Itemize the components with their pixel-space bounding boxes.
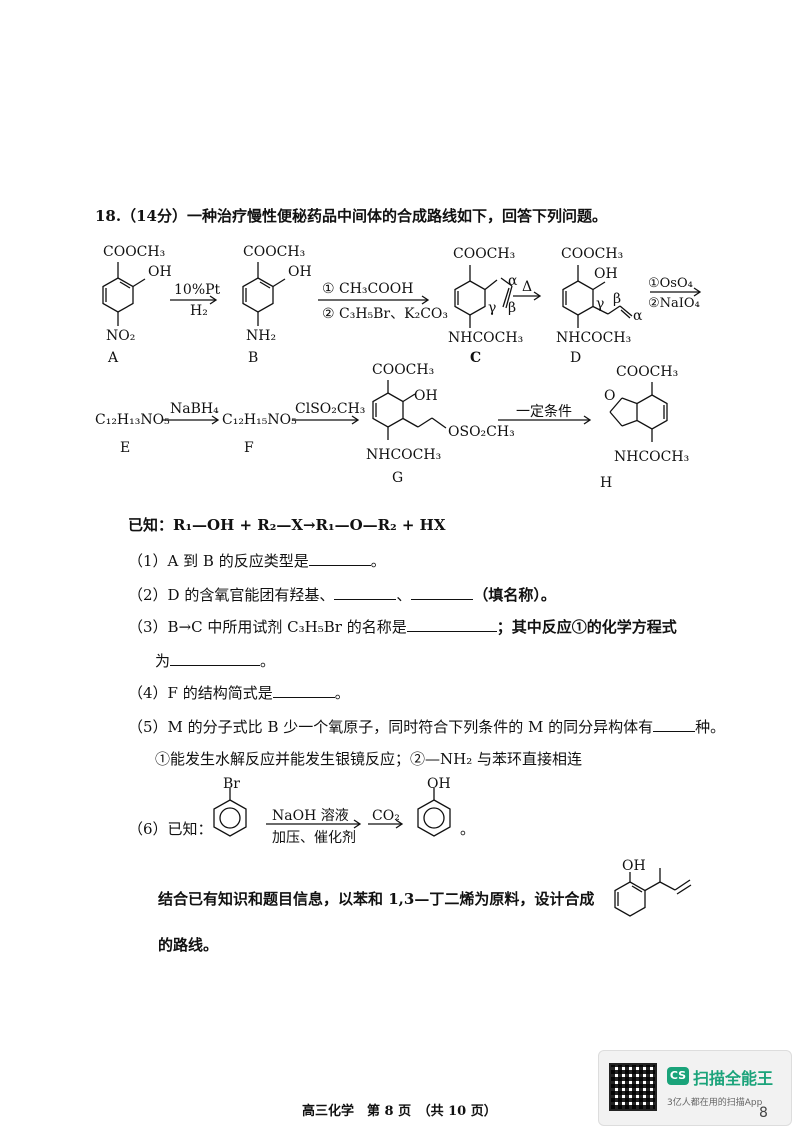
compound-b-label: B [248,350,259,366]
compound-d-beta: β [613,291,622,307]
compound-d-oh: OH [594,266,618,282]
compound-a-bottom: NO₂ [106,328,136,344]
arrow-bc-top: ① CH₃COOH [322,281,414,297]
known-reaction: 已知：R₁—OH + R₂—X→R₁—O—R₂ + HX [128,516,446,534]
arrow-d-top: ①OsO₄ [648,276,693,291]
q6-text-b: 结合已有知识和题目信息，以苯和 1,3—丁二烯为原料，设计合成 [158,890,595,908]
question-2: （2）D 的含氧官能团有羟基、 、 （填名称）。 [128,584,556,605]
question-3: （3）B→C 中所用试剂 C₃H₅Br 的名称是 ；其中反应①的化学方程式 [128,616,677,637]
compound-g-side: OSO₂CH₃ [448,424,515,440]
qr-code-icon [609,1063,657,1111]
compound-b-oh: OH [288,264,312,280]
question-3-line2: 为。 [155,650,275,671]
compound-d-label: D [570,350,582,366]
compound-b-bottom: NH₂ [246,328,277,344]
corner-page-number: 8 [759,1105,768,1121]
q6-text-c: 的路线。 [158,936,219,954]
page-footer: 高三化学 第 8 页 （共 10 页） [302,1104,497,1119]
arrow-ab-top: 10%Pt [174,282,221,298]
q3-text-c: 为 [155,652,171,670]
compound-c-beta: β [508,300,517,316]
q2-blank-1[interactable] [334,585,397,600]
arrow-ef-top: NaBH₄ [170,401,219,417]
q3-end: 。 [260,652,276,670]
q3-text-b: ；其中反应①的化学方程式 [496,618,677,636]
arrow-ab-bottom: H₂ [190,303,208,319]
compound-f-formula: C₁₂H₁₅NO₅ [222,412,297,428]
cs-logo-icon: CS [667,1067,689,1085]
q6-br: Br [223,776,240,792]
compound-c-bottom: NHCOCH₃ [448,330,524,346]
badge-title: 扫描全能王 [693,1069,774,1088]
compound-d-bottom: NHCOCH₃ [556,330,632,346]
compound-b-top: COOCH₃ [243,244,306,260]
compound-f-label: F [244,440,254,456]
compound-c-top: COOCH₃ [453,246,516,262]
q6-target-molecule [614,868,692,917]
q2-blank-2[interactable] [411,585,474,600]
compound-g-bottom: NHCOCH₃ [366,447,442,463]
compound-d-gamma: γ [596,296,605,312]
q2-text: （2）D 的含氧官能团有羟基、 [128,586,335,604]
q5-blank[interactable] [653,717,696,732]
compound-g-oh: OH [414,388,438,404]
q4-blank[interactable] [272,683,335,698]
scanner-badge: CS 扫描全能王 3亿人都在用的扫描App 8 [598,1050,792,1126]
compound-c-alpha: α [508,273,518,289]
compound-h-o: O [604,388,616,404]
q4-text: （4）F 的结构简式是 [128,684,273,702]
q3-blank-1[interactable] [406,617,497,632]
question-4: （4）F 的结构简式是 。 [128,682,350,703]
arrow-d-bottom: ②NaIO₄ [648,296,700,311]
q5-text: （5）M 的分子式比 B 少一个氧原子，同时符合下列条件的 M 的同分异构体有 [128,718,654,736]
arrow-gh-top: 一定条件 [516,404,572,420]
q1-end: 。 [370,552,386,570]
compound-h-label: H [600,475,613,491]
q6-arrow1-bottom: 加压、催化剂 [272,830,356,846]
q6-known-scheme [213,788,451,837]
compound-g-label: G [392,470,404,486]
q6-target-oh: OH [622,858,646,874]
compound-a-top: COOCH₃ [103,244,166,260]
q5-end: 种。 [695,718,726,736]
q1-text: （1）A 到 B 的反应类型是 [128,552,309,570]
compound-e-formula: C₁₂H₁₃NO₅ [95,412,170,428]
q6-arrow2-top: CO₂ [372,808,400,824]
arrow-cd-top: Δ [522,279,533,295]
q3-text: （3）B→C 中所用试剂 C₃H₅Br 的名称是 [128,618,407,636]
arrow-bc-bottom: ② C₃H₅Br、K₂CO₃ [322,306,448,322]
compound-c-gamma: γ [488,300,497,316]
arrow-fg-top: ClSO₂CH₃ [295,401,366,417]
compound-a-oh: OH [148,264,172,280]
compound-d-alpha: α [633,308,643,324]
q3-blank-2[interactable] [170,651,261,666]
q1-blank[interactable] [308,551,371,566]
q2-sep: 、 [396,586,412,604]
question-header: 18.（14分）一种治疗慢性便秘药品中间体的合成路线如下，回答下列问题。 [95,207,607,225]
compound-e-label: E [120,440,131,456]
compound-d-top: COOCH₃ [561,246,624,262]
compound-h-bottom: NHCOCH₃ [614,449,690,465]
q6-arrow1-top: NaOH 溶液 [272,808,349,824]
compound-g-top: COOCH₃ [372,362,435,378]
synthesis-scheme [102,262,702,442]
q6-end: 。 [460,820,476,838]
question-1: （1）A 到 B 的反应类型是 。 [128,550,386,571]
compound-h-top: COOCH₃ [616,364,679,380]
badge-subtitle: 3亿人都在用的扫描App [667,1098,763,1108]
compound-a-label: A [108,350,119,366]
question-5: （5）M 的分子式比 B 少一个氧原子，同时符合下列条件的 M 的同分异构体有 种… [128,716,725,737]
q6-oh: OH [427,776,451,792]
q6-prefix: （6）已知： [128,820,213,838]
compound-c-label: C [470,350,482,366]
q2-end: （填名称）。 [473,586,556,604]
question-5-conditions: ①能发生水解反应并能发生银镜反应；②—NH₂ 与苯环直接相连 [155,750,582,768]
q4-end: 。 [334,684,350,702]
